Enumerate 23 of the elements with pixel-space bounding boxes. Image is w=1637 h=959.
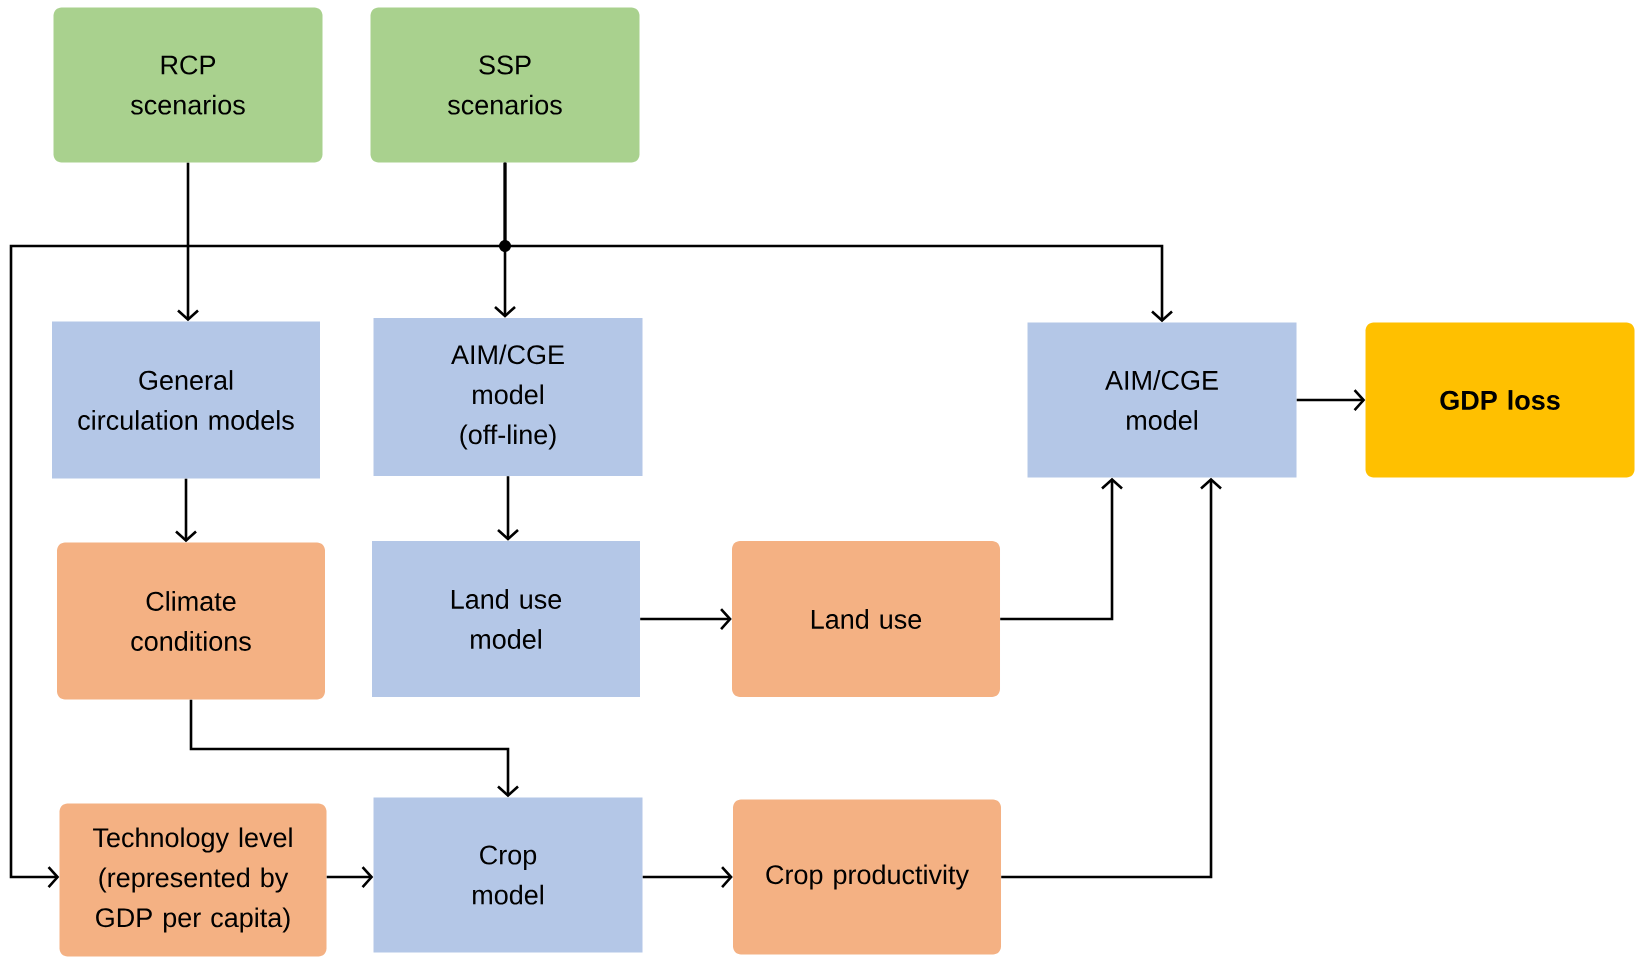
model-box: General circulation models	[52, 321, 320, 479]
arrow	[640, 608, 732, 630]
model-box: Crop model	[373, 797, 643, 953]
arrow	[1001, 477, 1222, 879]
output-box: Land use	[732, 541, 1000, 697]
arrow	[326, 866, 374, 888]
model-box: Land use model	[372, 541, 640, 697]
output-box: Crop productivity	[733, 799, 1001, 955]
model-box: AIM/CGE model	[1027, 322, 1297, 478]
arrow	[1000, 477, 1123, 621]
output-box: Climate conditions	[57, 542, 325, 700]
scenario-box: SSP scenarios	[370, 7, 640, 163]
arrow	[9, 162, 507, 888]
model-box: AIM/CGE model (off-line)	[373, 318, 643, 476]
result-box: GDP loss	[1365, 322, 1635, 478]
arrow	[177, 162, 199, 322]
output-box: Technology level (represented by GDP per capita)	[59, 803, 327, 957]
arrow	[189, 699, 519, 798]
arrow	[642, 866, 733, 888]
arrow	[497, 476, 519, 541]
arrow	[175, 478, 197, 543]
scenario-box: RCP scenarios	[53, 7, 323, 163]
arrow	[1296, 389, 1366, 411]
